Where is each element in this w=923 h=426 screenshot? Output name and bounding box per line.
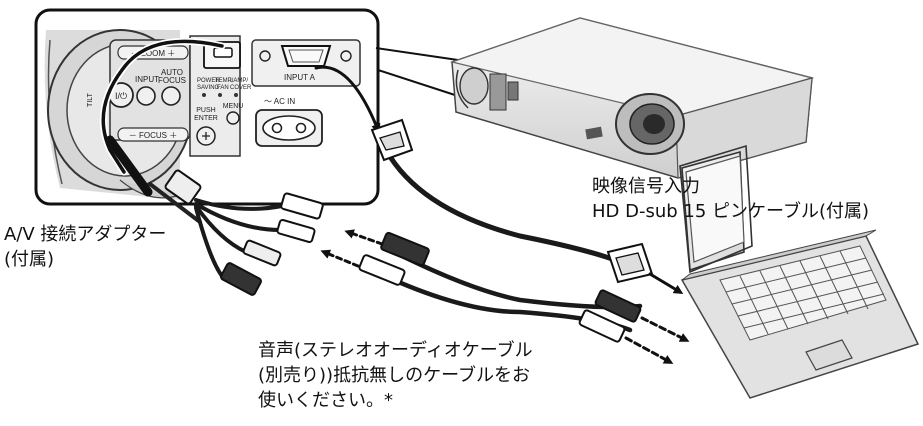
power-icon: I/⏻ xyxy=(115,91,127,101)
projector xyxy=(449,17,815,179)
touchpad xyxy=(805,339,853,371)
temp-fan-label-1: TEMP/ xyxy=(215,78,234,84)
menu-button[interactable] xyxy=(226,111,240,125)
lamp-cover-label-2: COVER xyxy=(230,85,252,91)
av-adapter-label-1: A/V 接続アダプター xyxy=(4,224,167,245)
input-a-dsub-port[interactable] xyxy=(280,45,332,67)
audio-cable-label-2: (別売り))抵抗無しのケーブルをお xyxy=(258,365,530,386)
input-button[interactable] xyxy=(136,86,156,106)
power-saving-label-1: POWER xyxy=(197,78,220,84)
audio-cable-label-3: 使いください。* xyxy=(258,390,393,411)
laptop xyxy=(679,144,920,399)
push-enter-label-2: ENTER xyxy=(194,115,218,122)
lamp-cover-label-1: LAMP/ xyxy=(230,78,248,84)
av-adapter-caption: A/V 接続アダプター (付属) xyxy=(4,222,166,272)
hd-dsub-cable-label: HD D-sub 15 ピンケーブル(付属) xyxy=(592,201,869,222)
av-adapter-label-2: (付属) xyxy=(4,249,55,270)
input-a-label: INPUT A xyxy=(284,73,316,82)
auto-focus-label-1: AUTO xyxy=(161,68,183,77)
tilt-label: TILT xyxy=(87,92,94,107)
projector-panel-closeup: － ZOOM ＋ － FOCUS ＋ I/⏻ INPUT AUTO FOCUS … xyxy=(34,8,380,206)
focus-label: － FOCUS ＋ xyxy=(129,131,177,140)
callout-lines xyxy=(375,47,459,97)
cables xyxy=(99,37,690,364)
menu-label: MENU xyxy=(223,103,244,110)
ac-in-label: ～ AC IN xyxy=(264,97,295,106)
video-input-caption: 映像信号入力 HD D-sub 15 ピンケーブル(付属) xyxy=(592,174,869,224)
audio-cable-label-1: 音声(ステレオオーディオケーブル xyxy=(258,340,533,361)
audio-cable-caption: 音声(ステレオオーディオケーブル (別売り))抵抗無しのケーブルをお 使いくださ… xyxy=(258,338,533,413)
power-saving-label-2: SAVING xyxy=(197,85,220,91)
temp-fan-label-2: FAN xyxy=(217,85,229,91)
video-input-label: 映像信号入力 xyxy=(592,176,700,197)
input-button-label: INPUT xyxy=(135,75,159,84)
push-enter-label-1: PUSH xyxy=(196,107,215,114)
zoom-label: － ZOOM ＋ xyxy=(131,49,175,58)
auto-focus-button[interactable] xyxy=(161,86,181,106)
auto-focus-label-2: FOCUS xyxy=(158,76,186,85)
